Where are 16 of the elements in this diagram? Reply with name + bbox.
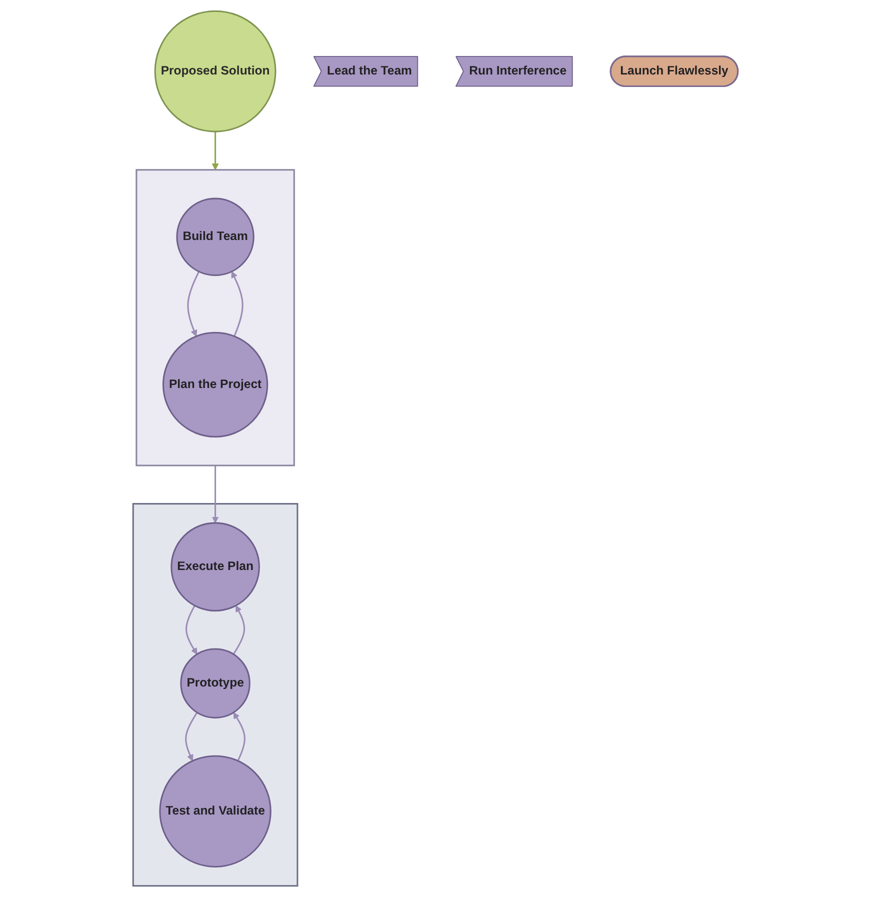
node-circle: Build Team <box>176 198 254 276</box>
arrow <box>230 271 243 337</box>
arrow <box>211 132 218 170</box>
arrow <box>186 271 200 337</box>
node-circle: Proposed Solution <box>154 10 276 132</box>
node-circle: Test and Validate <box>158 755 271 868</box>
arrow <box>185 605 197 655</box>
cluster <box>132 503 298 887</box>
arrow <box>211 465 218 524</box>
arrow <box>232 605 245 655</box>
arrow <box>184 712 198 762</box>
arrow <box>232 712 245 762</box>
node-circle: Execute Plan <box>170 522 260 612</box>
node-circle: Prototype <box>180 648 250 718</box>
node-circle: Plan the Project <box>162 332 268 438</box>
cluster <box>135 169 294 466</box>
